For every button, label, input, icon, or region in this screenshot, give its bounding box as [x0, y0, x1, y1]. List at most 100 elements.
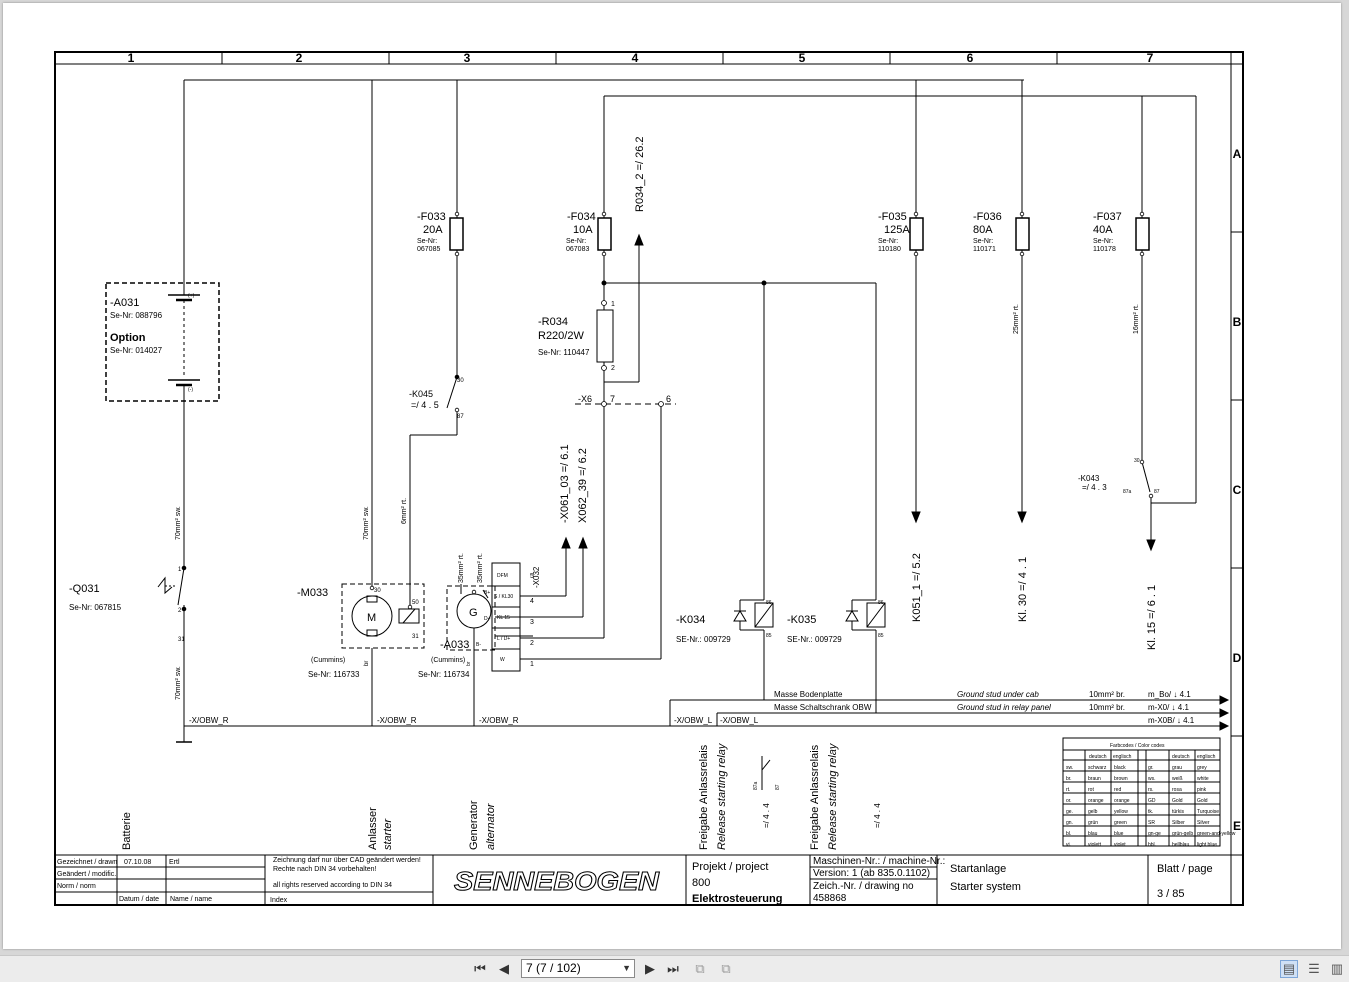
color-code-cell: br.	[1066, 776, 1072, 782]
ground-label: -X/OBW_L	[720, 716, 759, 725]
r034-value: R220/2W	[538, 330, 584, 342]
color-code-cell: türkis	[1172, 809, 1184, 815]
fuse-f036-nr: 110171	[973, 246, 996, 253]
first-page-icon[interactable]: ⏮	[474, 961, 486, 977]
fuse-f033-id: -F033	[417, 211, 446, 223]
tb-page-no: 3 / 85	[1157, 888, 1185, 900]
a033-id: -A033	[440, 639, 469, 651]
x032-pin: 4	[530, 598, 534, 605]
x061-ref: -X061_03 =/ 6.1	[559, 444, 571, 523]
x6-id: -X6	[578, 394, 592, 404]
caption-release-2: Release starting relay	[827, 742, 839, 850]
ground-de: Masse Schaltschrank OBW	[774, 703, 872, 712]
fuse-f036-id: -F036	[973, 211, 1002, 223]
color-code-cell: rosa	[1172, 787, 1182, 793]
color-code-cell: green	[1114, 820, 1127, 826]
facing-pages-view-icon[interactable]: ▥	[1330, 961, 1344, 976]
a033-mfr: (Cummins)	[431, 657, 465, 664]
continuous-view-icon[interactable]: ☰	[1308, 961, 1320, 976]
color-code-cell: Gold	[1172, 798, 1183, 804]
next-page-icon[interactable]: ▶	[645, 961, 655, 977]
column-label: 5	[799, 51, 806, 65]
color-code-cell: hbl.	[1148, 842, 1156, 848]
wire-label: 35mm² rt.	[477, 553, 484, 583]
k035-t85: 85	[878, 633, 884, 639]
tb-drawn-date: 07.10.08	[124, 859, 151, 866]
color-code-cell: gr.	[1148, 765, 1154, 771]
starter-m033-box	[341, 583, 425, 649]
color-code-cell: bl.	[1066, 831, 1071, 837]
color-code-cell: rs.	[1148, 787, 1154, 793]
back-view-icon[interactable]: ⧉	[695, 961, 705, 977]
r034-ref: R034_2 =/ 26.2	[634, 136, 646, 212]
color-code-cell: rt.	[1066, 787, 1070, 793]
k043-id: -K043	[1078, 474, 1100, 483]
m033-mfr: (Cummins)	[311, 657, 345, 664]
tb-drawing-no: 458868	[813, 893, 847, 904]
a031-se: Se-Nr: 088796	[110, 311, 163, 320]
fuse-f036-se: Se-Nr:	[973, 238, 993, 245]
wire-label: 70mm² sw.	[175, 506, 182, 540]
wire-label: 35mm² rt.	[458, 553, 465, 583]
ground-size: 10mm² br.	[1089, 703, 1125, 712]
x032-row: L / D+	[497, 636, 510, 642]
ground-ref: m-X0B/ ↓ 4.1	[1148, 716, 1195, 725]
tb-drawn: Gezeichnet / drawn	[57, 859, 117, 866]
k034-t85: 85	[766, 633, 772, 639]
row-label: D	[1233, 651, 1242, 665]
color-code-cell: Turquoise	[1197, 809, 1219, 815]
alternator-a033-box	[446, 585, 496, 651]
a033-tbm: B-	[476, 642, 481, 648]
tb-norm: Norm / norm	[57, 883, 96, 890]
single-page-view-icon[interactable]: ▤	[1280, 960, 1298, 978]
color-code-cell: grau	[1172, 765, 1182, 771]
q031-t31: 31	[178, 637, 185, 643]
row-label: E	[1233, 819, 1241, 833]
m033-t50: 50	[412, 600, 419, 606]
color-code-cell: grün	[1088, 820, 1098, 826]
color-code-cell: blau	[1088, 831, 1098, 837]
a033-br: br	[466, 661, 472, 666]
fuse-f035-se: Se-Nr:	[878, 238, 898, 245]
tb-modified: Geändert / modific.	[57, 871, 116, 878]
color-code-cell: gn.	[1066, 820, 1073, 826]
tb-project-name: Elektrosteuerung	[692, 893, 782, 905]
a033-td: D+	[484, 616, 491, 622]
fuse-f035	[909, 217, 924, 251]
pdf-toolbar: ⏮ ◀ 7 (7 / 102) ▼ ▶ ⏭ ⧉ ⧉ ▤ ☰ ▥	[0, 955, 1349, 982]
fuse-f033-se: Se-Nr:	[417, 238, 437, 245]
page-number-select[interactable]: 7 (7 / 102) ▼	[521, 959, 635, 978]
color-code-cell: brown	[1114, 776, 1128, 782]
caption-freigabe-2: Freigabe Anlassrelais	[809, 744, 821, 850]
k034-id: -K034	[676, 614, 705, 626]
fuse-f033	[449, 217, 464, 251]
row-label: A	[1233, 147, 1242, 161]
fuse-f034-se: Se-Nr:	[566, 238, 586, 245]
fuse-f035-nr: 110180	[878, 246, 901, 253]
last-page-icon[interactable]: ⏭	[667, 961, 679, 977]
forward-view-icon[interactable]: ⧉	[721, 961, 731, 977]
previous-page-icon[interactable]: ◀	[499, 961, 509, 977]
k043-ref: =/ 4 . 3	[1082, 483, 1107, 492]
schematic-diagram: 1 2 3 4 5 6 7 A B C D E -F033 20A -F034 …	[54, 51, 1244, 906]
wire-label: 25mm² rt.	[1013, 304, 1020, 334]
a031-plus: (+)	[188, 293, 195, 299]
fuse-f037-nr: 110178	[1093, 246, 1116, 253]
m033-se: Se-Nr: 116733	[308, 670, 360, 679]
k034-se: SE-Nr.: 009729	[676, 635, 731, 644]
k045-t87: 87	[457, 414, 464, 420]
frame-outer	[54, 51, 1244, 906]
r034-t2: 2	[611, 365, 615, 372]
relay-k035-coil	[866, 602, 886, 628]
relay-k034-coil	[754, 602, 774, 628]
color-code-cell: GD	[1148, 798, 1156, 804]
chevron-down-icon: ▼	[622, 963, 631, 973]
x032-row: W	[500, 657, 505, 663]
r034-id: -R034	[538, 316, 568, 328]
k035-t86: 86	[878, 600, 884, 606]
fuse-f035-id: -F035	[878, 211, 907, 223]
a033-se: Se-Nr: 116734	[418, 670, 470, 679]
a033-g: G	[469, 607, 478, 619]
tb-page-label: Blatt / page	[1157, 863, 1213, 875]
a031-minus: (-)	[188, 387, 193, 393]
